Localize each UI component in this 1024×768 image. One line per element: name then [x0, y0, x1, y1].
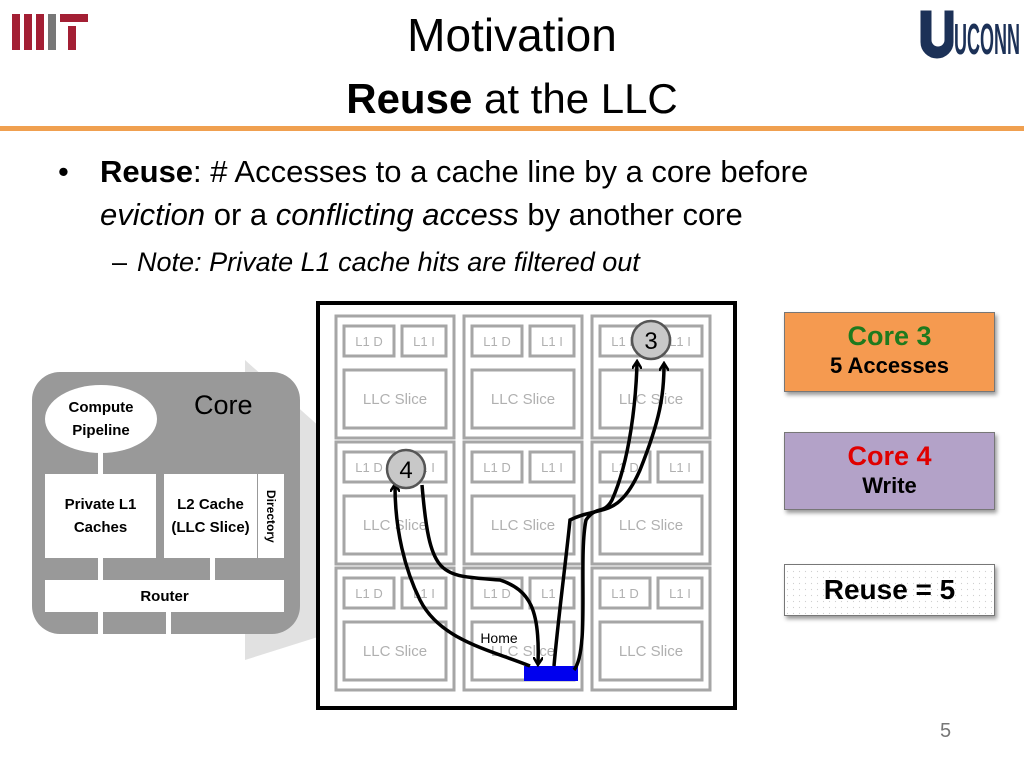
llc-slice-box — [470, 494, 576, 556]
l1-data-cache-box — [342, 576, 396, 610]
reuse-def-2: or a — [205, 197, 276, 232]
tile-2-2: L1 D L1 I LLC Slice — [462, 440, 584, 566]
l1-data-cache-label: L1 D — [355, 334, 382, 349]
core3-box: Core 3 5 Accesses — [784, 312, 995, 392]
llc-slice-label: LLC Slice — [491, 517, 555, 534]
core3-accesses: 5 Accesses — [829, 353, 950, 378]
arrow-core4-to-home — [420, 484, 538, 663]
subtitle-bold: Reuse — [346, 75, 473, 122]
l1-data-cache-label: L1 D — [611, 586, 638, 601]
tile-3-3: L1 D L1 I LLC Slice — [590, 566, 712, 692]
tile-1-1: L1 D L1 I LLC Slice — [334, 314, 456, 440]
uconn-logo: UCONN — [918, 6, 1022, 65]
l1-data-cache-box — [598, 576, 652, 610]
l1-data-cache-box — [342, 324, 396, 358]
core4-box: Core 4 Write — [784, 432, 995, 510]
router-down-left — [98, 612, 103, 636]
llc-slice-box — [342, 368, 448, 430]
reuse-box: Reuse = 5 — [784, 564, 995, 616]
reuse-value: Reuse = 5 — [823, 574, 956, 605]
compute-pipeline: Compute Pipeline — [45, 385, 157, 453]
core4-marker: 4 — [385, 448, 427, 490]
l1-instruction-cache-box — [528, 576, 576, 610]
svg-text:UCONN: UCONN — [954, 15, 1020, 60]
reuse-term: Reuse — [100, 154, 194, 189]
llc-slice-box — [598, 620, 704, 682]
l1-instruction-cache-label: L1 I — [669, 460, 691, 475]
core4-write: Write — [862, 473, 917, 498]
l1-instruction-cache-box — [656, 576, 704, 610]
l1-instruction-cache-label: L1 I — [541, 586, 563, 601]
llc-slice-box — [598, 494, 704, 556]
l1-router-connector — [98, 558, 103, 580]
l1-data-cache-label: L1 D — [483, 586, 510, 601]
llc-slice-label: LLC Slice — [491, 391, 555, 408]
l1-instruction-cache-box — [656, 450, 704, 484]
router: Router — [45, 580, 284, 612]
l1-instruction-cache-box — [400, 576, 448, 610]
eviction-term: eviction — [100, 197, 206, 232]
reuse-def-3: by another core — [518, 197, 743, 232]
directory: Directory — [258, 474, 284, 558]
mit-logo — [12, 12, 90, 57]
l1-instruction-cache-label: L1 I — [413, 334, 435, 349]
llc-slice-label: LLC Slice — [363, 517, 427, 534]
llc-slice-box — [342, 620, 448, 682]
l1-instruction-cache-label: L1 I — [541, 334, 563, 349]
l1-data-cache-box — [470, 324, 524, 358]
core3-title: Core 3 — [847, 321, 932, 351]
l1-instruction-cache-label: L1 I — [541, 460, 563, 475]
reuse-box-pattern — [786, 566, 993, 614]
arrow-home-to-core3 — [552, 365, 664, 667]
note-dash: – — [112, 247, 128, 277]
l1-instruction-cache-label: L1 I — [669, 334, 691, 349]
router-down-right — [166, 612, 171, 636]
l1-data-cache-box — [470, 450, 524, 484]
llc-slice-label: LLC Slice — [363, 643, 427, 660]
reuse-def-1: : # Accesses to a cache line by a core b… — [193, 154, 809, 189]
conflicting-access-term: conflicting access — [275, 197, 519, 232]
page-number: 5 — [940, 720, 952, 742]
page-title: Motivation — [407, 9, 617, 61]
arrow-home-to-core4 — [395, 486, 531, 668]
l1-data-cache-label: L1 D — [355, 586, 382, 601]
subtitle-rest: at the LLC — [472, 75, 678, 122]
l1-instruction-cache-box — [528, 324, 576, 358]
bullet-note: –Note: Private L1 cache hits are filtere… — [112, 243, 640, 281]
llc-slice-label: LLC Slice — [619, 391, 683, 408]
core3-marker-number: 3 — [644, 328, 657, 355]
l1-data-cache-label: L1 D — [483, 460, 510, 475]
note-text: Note: Private L1 cache hits are filtered… — [137, 247, 640, 277]
l1-instruction-cache-box — [400, 324, 448, 358]
l1-instruction-cache-box — [528, 450, 576, 484]
home-label: Home — [480, 630, 518, 646]
llc-slice-box — [598, 368, 704, 430]
private-l1-caches: Private L1 Caches — [45, 474, 156, 558]
bullet-dot: • — [58, 154, 69, 189]
home-cache-line — [524, 666, 578, 681]
tile-1-2: L1 D L1 I LLC Slice — [462, 314, 584, 440]
llc-slice-label: LLC Slice — [619, 517, 683, 534]
l1-data-cache-label: L1 D — [355, 460, 382, 475]
l1-data-cache-label: L1 D — [483, 334, 510, 349]
l1-instruction-cache-label: L1 I — [669, 586, 691, 601]
llc-slice-label: LLC Slice — [363, 391, 427, 408]
llc-slice-box — [470, 368, 576, 430]
core4-marker-number: 4 — [399, 457, 412, 484]
pipeline-connector — [98, 450, 103, 478]
core4-title: Core 4 — [847, 441, 932, 471]
l2-router-connector — [210, 558, 215, 580]
core-label: Core — [194, 390, 253, 420]
llc-slice-label: LLC Slice — [619, 643, 683, 660]
core3-marker: 3 — [630, 319, 672, 361]
l2-cache-llc-slice: L2 Cache (LLC Slice) — [164, 474, 257, 558]
page-subtitle: Reuse at the LLC — [0, 74, 1024, 124]
tiles: L1 D L1 I LLC Slice L1 D L1 I LLC Slice L1 D L1… — [334, 314, 712, 692]
header-divider — [0, 126, 1024, 131]
